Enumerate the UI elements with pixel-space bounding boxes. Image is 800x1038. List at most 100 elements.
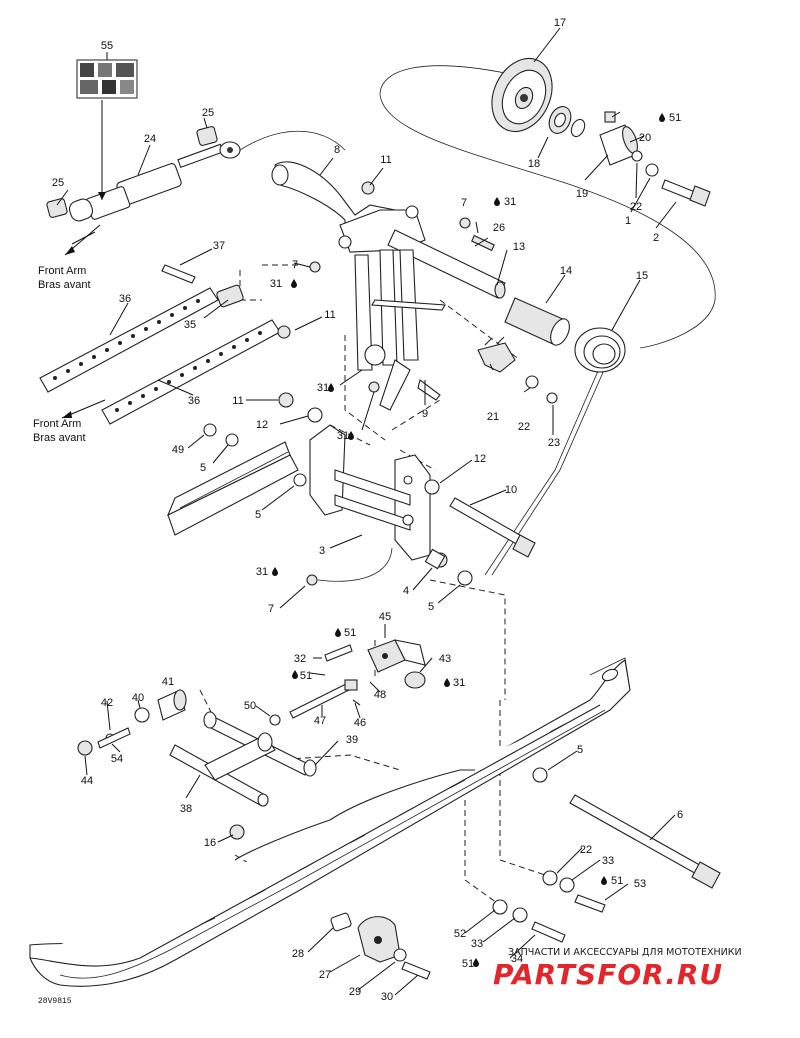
washer-22c [542, 870, 558, 886]
callout-28: 28 [292, 948, 304, 960]
spacer-35 [216, 284, 244, 308]
callout-1: 1 [625, 215, 631, 227]
bolt-6 [569, 794, 721, 889]
decal [76, 59, 138, 99]
callout-46: 46 [354, 717, 366, 729]
bushing-25b [196, 126, 218, 146]
washer-49 [203, 423, 217, 437]
bushing-41 [157, 689, 187, 721]
callout-21: 21 [487, 411, 499, 423]
callout-23: 23 [548, 437, 560, 449]
callout-49: 49 [172, 444, 184, 456]
callout-42: 42 [101, 697, 113, 709]
washer-5d [532, 767, 548, 783]
callout-48: 48 [374, 689, 386, 701]
front-arm-text-1: Front Arm [38, 265, 86, 277]
grease-fitting [604, 111, 616, 123]
callout-51c: 51 [300, 670, 312, 682]
decal-arrow [98, 192, 106, 200]
washer-1 [645, 163, 659, 177]
bras-avant-text-2: Bras avant [33, 432, 86, 444]
callout-22a: 22 [630, 201, 642, 213]
callout-18: 18 [528, 158, 540, 170]
washer-50 [269, 714, 281, 726]
callout-8: 8 [334, 144, 340, 156]
slide-rail [29, 657, 631, 987]
callout-31b: 31 [270, 278, 282, 290]
callout-11c: 11 [232, 395, 243, 407]
cap-43 [404, 671, 426, 689]
callout-20: 20 [639, 132, 651, 144]
washer-5a [225, 433, 239, 447]
front-arm-text-2: Front Arm [33, 418, 81, 430]
callout-36a: 36 [119, 293, 131, 305]
callout-labels: 17 55 25 24 25 8 11 51 20 18 19 22 1 2 7… [52, 17, 683, 1003]
callout-31e: 31 [256, 566, 268, 578]
washer-5b [293, 473, 307, 487]
bolt-30 [401, 961, 431, 980]
callout-54: 54 [111, 753, 123, 765]
bushing-25a [46, 198, 68, 218]
callout-40: 40 [132, 692, 144, 704]
callout-7a: 7 [461, 197, 467, 209]
nut-16 [229, 824, 245, 840]
bolt-37 [161, 264, 196, 284]
shaft [387, 229, 506, 299]
watermark-brand: PARTSFOR.RU [493, 958, 723, 991]
washer-29 [393, 948, 407, 962]
callout-2: 2 [653, 232, 659, 244]
callout-51a: 51 [669, 112, 681, 124]
callout-30: 30 [381, 991, 393, 1003]
callout-7c: 7 [268, 603, 274, 615]
callout-51d: 51 [611, 875, 623, 887]
callout-12b: 12 [474, 453, 486, 465]
spring-loop-line [379, 65, 716, 349]
idler-wheel [491, 58, 553, 132]
callout-24: 24 [144, 133, 156, 145]
callout-37: 37 [213, 240, 225, 252]
callout-36b: 36 [188, 395, 200, 407]
nut-7c [306, 574, 318, 586]
leader-lines [56, 27, 677, 996]
callout-17: 17 [554, 17, 566, 29]
bolt-2 [661, 179, 711, 207]
sleeve [504, 297, 570, 346]
front-arm-arrow-2 [61, 399, 106, 419]
washer-5c [457, 570, 473, 586]
callout-53: 53 [634, 878, 646, 890]
callout-5a: 5 [200, 462, 206, 474]
lower-arm [169, 711, 317, 807]
washer-12a [307, 407, 323, 423]
callout-51e: 51 [462, 958, 474, 970]
front-arm-caption-2: Front Arm Bras avant [33, 418, 86, 444]
callout-29: 29 [349, 986, 361, 998]
callout-35: 35 [184, 319, 196, 331]
callout-22b: 22 [518, 421, 530, 433]
watermark-tagline: ЗАПЧАСТИ И АКСЕССУАРЫ ДЛЯ МОТОТЕХНИКИ [508, 947, 742, 958]
bolt-53 [574, 894, 606, 913]
callout-12a: 12 [256, 419, 268, 431]
cam-bracket [477, 336, 516, 373]
limiter-strap-1 [39, 287, 219, 393]
spacer-28 [330, 912, 352, 932]
callout-3: 3 [319, 545, 325, 557]
washer-33a [559, 877, 575, 893]
callout-47: 47 [314, 715, 326, 727]
nut-44 [77, 740, 93, 756]
callout-22c: 22 [580, 844, 592, 856]
front-arm-arrow-1 [64, 224, 101, 256]
callout-41: 41 [162, 676, 174, 688]
callout-45: 45 [379, 611, 391, 623]
clip-23 [546, 392, 558, 404]
nut-11 [277, 325, 291, 339]
bearing [548, 106, 572, 134]
callout-26: 26 [493, 222, 505, 234]
callout-50: 50 [244, 700, 256, 712]
callout-44: 44 [81, 775, 93, 787]
callout-31d: 31 [337, 430, 349, 442]
slide-block [166, 441, 299, 536]
callout-5d: 5 [577, 744, 583, 756]
callout-31c: 31 [317, 382, 329, 394]
callout-10: 10 [505, 484, 517, 496]
